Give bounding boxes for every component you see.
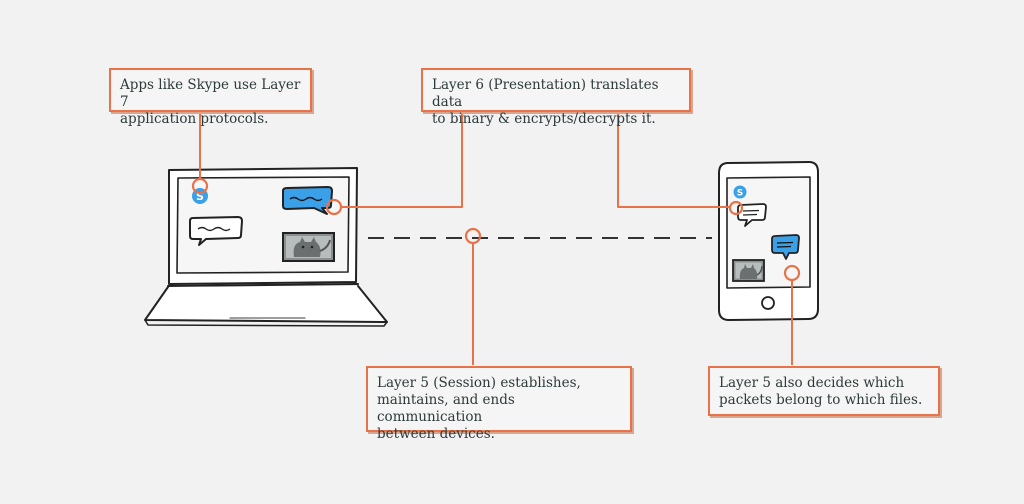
skype-glyph: S [737, 189, 743, 199]
laptop-outgoing-bubble-icon [282, 186, 333, 215]
callout-layer7: Apps like Skype use Layer 7 application … [109, 68, 312, 127]
laptop-base [144, 285, 388, 323]
phone-outgoing-bubble-icon [771, 234, 800, 260]
leader-line-layer6-laptop [341, 112, 463, 208]
phone-incoming-bubble-icon [737, 203, 767, 227]
highlight-markers [191, 177, 801, 282]
callout-layer6: Layer 6 (Presentation) translates data t… [421, 68, 691, 127]
callout-layer5-session: Layer 5 (Session) establishes, maintains… [366, 366, 632, 442]
laptop [144, 167, 388, 327]
callout-layer5-packets: Layer 5 also decides which packets belon… [708, 366, 940, 416]
marker-laptop-bubble [325, 198, 343, 216]
phone [718, 161, 819, 321]
laptop-cat-photo-icon [282, 232, 335, 262]
marker-connection [464, 227, 482, 245]
skype-glyph: S [196, 190, 204, 203]
laptop-hinge [167, 283, 359, 287]
laptop-base-edge [144, 319, 388, 327]
phone-skype-icon: S [733, 185, 747, 199]
phone-home-button-icon [761, 296, 775, 310]
marker-phone-packets [783, 264, 801, 282]
phone-cat-photo-icon [732, 259, 765, 282]
laptop-incoming-bubble-icon [189, 216, 243, 246]
leader-line-layer6-phone [617, 112, 730, 208]
marker-phone-bubble [728, 200, 744, 216]
leader-lines [199, 112, 793, 365]
marker-laptop-skype [191, 177, 209, 195]
